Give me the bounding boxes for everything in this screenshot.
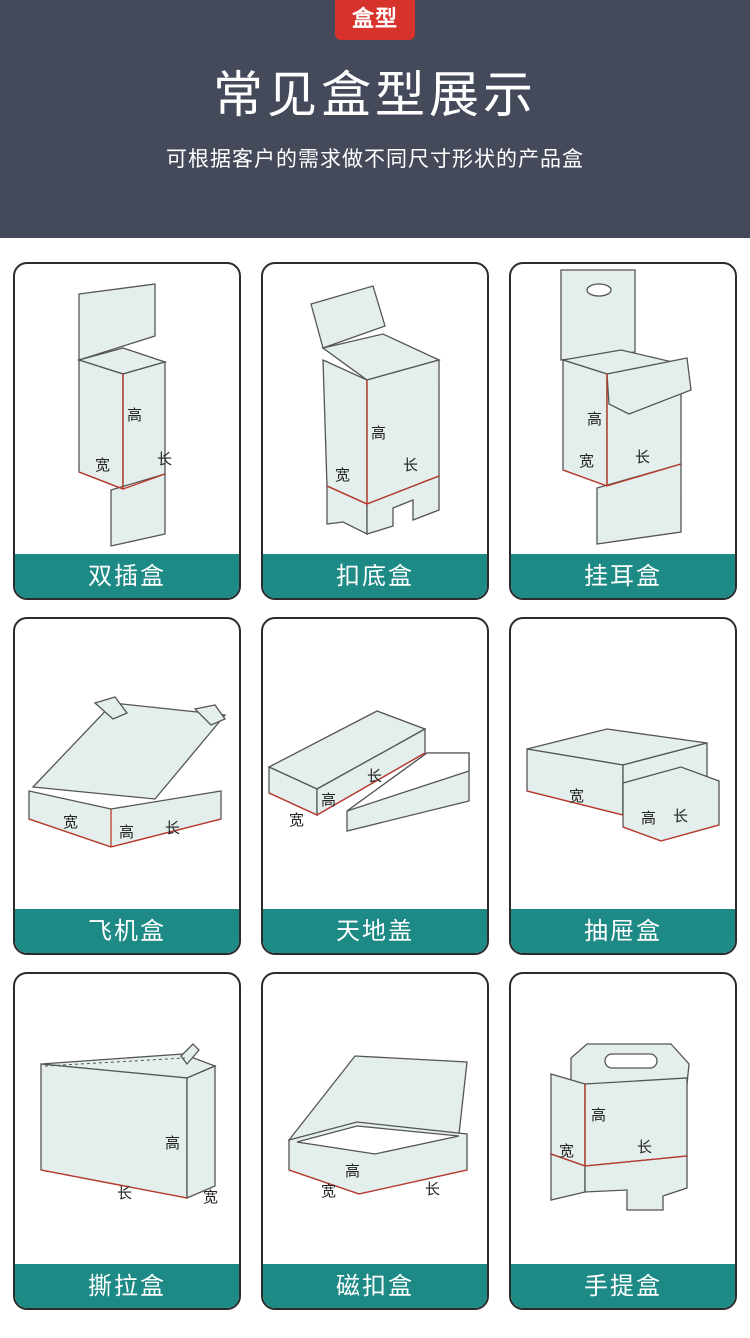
mailer-box-illustration: 宽 高 长 [28,696,227,848]
box-card-mailer[interactable]: 宽 高 长 飞机盒 [13,617,241,955]
dim-width: 宽 [203,1188,218,1206]
dim-length: 长 [165,819,180,837]
dim-height: 高 [371,424,386,442]
dim-width: 宽 [95,456,110,474]
dim-width: 宽 [63,813,78,831]
box-label: 飞机盒 [15,909,239,953]
box-label: 撕拉盒 [15,1264,239,1308]
dim-height: 高 [345,1162,360,1180]
dim-width: 宽 [579,452,594,470]
box-card-tear-strip[interactable]: 高 长 宽 撕拉盒 [13,972,241,1310]
lid-base-box-illustration: 长 高 宽 [267,710,470,832]
box-card-crash-lock[interactable]: 高 宽 长 扣底盒 [261,262,489,600]
dim-width: 宽 [335,466,350,484]
dim-height: 高 [165,1134,180,1152]
box-card-drawer[interactable]: 宽 高 长 抽屉盒 [509,617,737,955]
box-card-double-tuck[interactable]: 高 宽 长 双插盒 [13,262,241,600]
hang-tab-box-illustration: 高 宽 长 [560,269,692,545]
box-label: 扣底盒 [263,554,487,598]
dim-height: 高 [641,809,656,827]
magnetic-box-illustration: 高 宽 长 [287,1055,468,1200]
box-card-lid-base[interactable]: 长 高 宽 天地盖 [261,617,489,955]
dim-length: 长 [425,1180,440,1198]
page-title: 常见盒型展示 [213,66,537,124]
dim-length: 长 [157,450,172,468]
dim-width: 宽 [569,787,584,805]
double-tuck-box-illustration: 高 宽 长 [76,283,172,547]
box-card-magnetic[interactable]: 高 宽 长 磁扣盒 [261,972,489,1310]
box-label: 抽屉盒 [511,909,735,953]
dim-length: 长 [117,1184,132,1202]
category-badge: 盒型 [335,0,415,40]
dim-width: 宽 [559,1142,574,1160]
drawer-box-illustration: 宽 高 长 [526,728,720,842]
box-label: 天地盖 [263,909,487,953]
box-label: 磁扣盒 [263,1264,487,1308]
dim-height: 高 [127,406,142,424]
dim-width: 宽 [321,1182,336,1200]
dim-height: 高 [587,410,602,428]
crash-lock-box-illustration: 高 宽 长 [310,285,441,536]
handle-box-illustration: 高 宽 长 [550,1043,690,1211]
box-label: 双插盒 [15,554,239,598]
dim-length: 长 [403,456,418,474]
dim-length: 长 [635,448,650,466]
tear-strip-box-illustration: 高 长 宽 [40,1043,218,1206]
dim-width: 宽 [289,811,304,829]
box-label: 手提盒 [511,1264,735,1308]
header-banner: 盒型 常见盒型展示 可根据客户的需求做不同尺寸形状的产品盒 [0,0,750,238]
box-card-hang-tab[interactable]: 高 宽 长 挂耳盒 [509,262,737,600]
page-subtitle: 可根据客户的需求做不同尺寸形状的产品盒 [166,147,584,171]
dim-length: 长 [637,1138,652,1156]
box-card-handle[interactable]: 高 宽 长 手提盒 [509,972,737,1310]
dim-height: 高 [119,823,134,841]
box-label: 挂耳盒 [511,554,735,598]
dim-height: 高 [591,1106,606,1124]
dim-height: 高 [321,791,336,809]
dim-length: 长 [673,807,688,825]
dim-length: 长 [367,767,382,785]
